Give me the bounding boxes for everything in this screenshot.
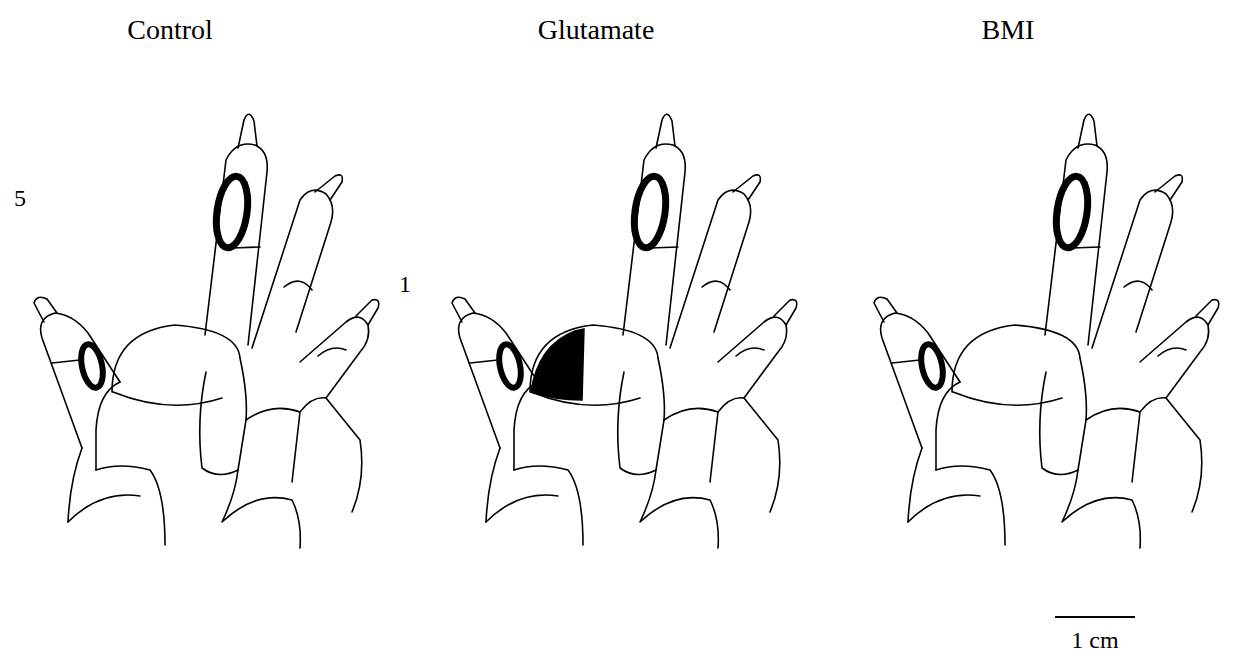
panel-title: BMI <box>982 16 1035 44</box>
control-hand <box>34 114 379 548</box>
scale-bar <box>1055 616 1135 618</box>
panel-title: Glutamate <box>538 16 655 44</box>
bmi-hand <box>874 114 1219 548</box>
expanded-field <box>531 329 584 400</box>
panel-title: Control <box>127 16 213 44</box>
digit-number: 1 <box>399 272 411 296</box>
scale-label: 1 cm <box>1071 628 1118 652</box>
glutamate-hand <box>452 114 797 548</box>
digit-number: 5 <box>14 186 26 210</box>
